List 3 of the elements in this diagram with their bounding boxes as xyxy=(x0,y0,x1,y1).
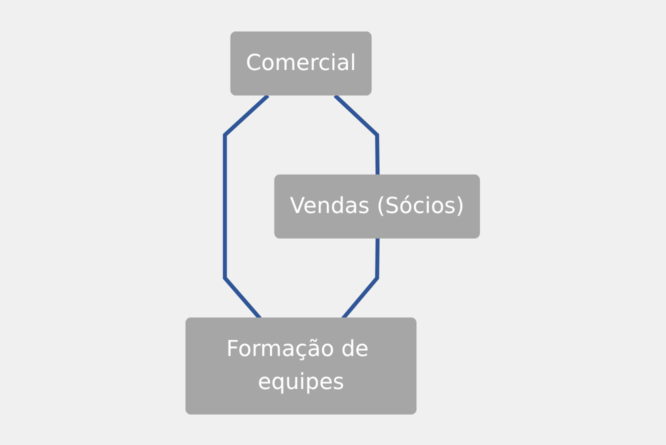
connector xyxy=(334,94,380,176)
connector xyxy=(342,238,380,320)
connector xyxy=(223,94,270,320)
